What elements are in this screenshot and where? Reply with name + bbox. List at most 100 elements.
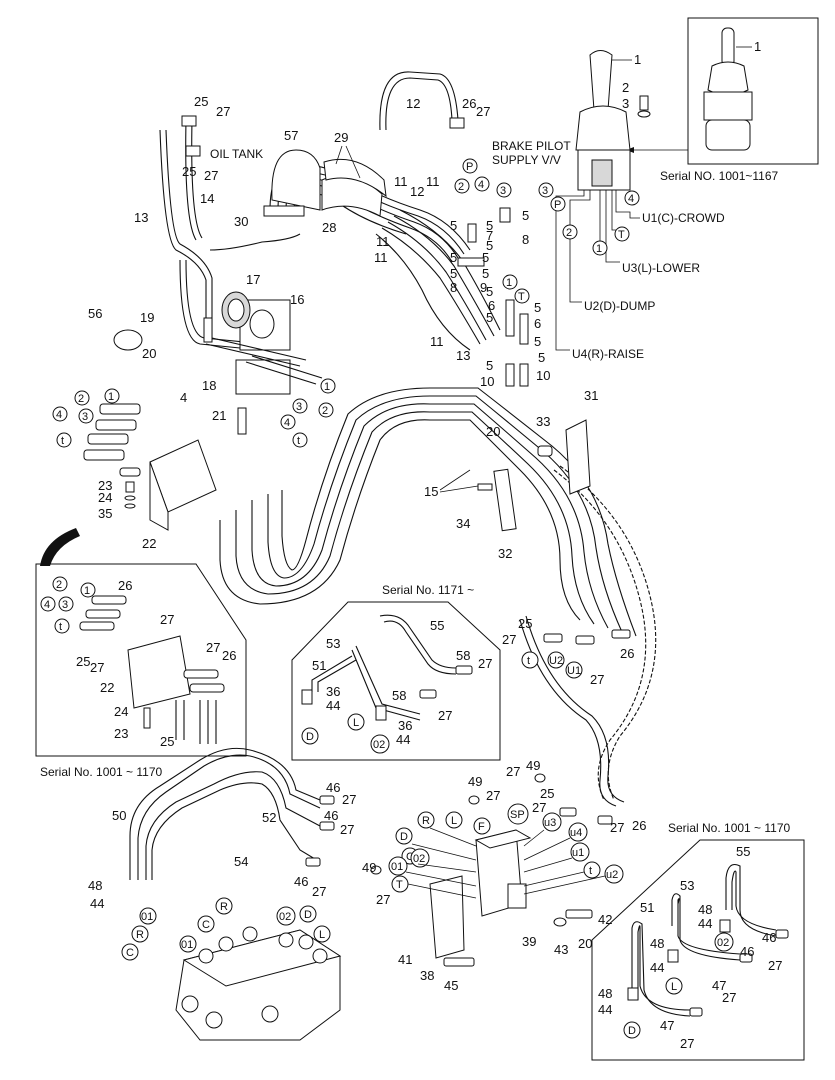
- port-marker-D-r: [623, 1021, 641, 1039]
- port-marker-1-inset: [80, 582, 96, 598]
- port-marker-3-man: [292, 398, 308, 414]
- port-marker-2-joystick-label: 2: [566, 227, 572, 239]
- port-marker-u2-b: [604, 864, 624, 884]
- port-marker-L-r: [665, 977, 683, 995]
- pipe-fit-46a: [319, 795, 335, 805]
- joystick-handle: [589, 50, 613, 111]
- part-number-47b-r: 47: [660, 1018, 674, 1033]
- part-number-48a-r: 48: [698, 902, 712, 917]
- port-marker-4-br-label: 4: [56, 409, 62, 421]
- caption-brake-pilot-2: SUPPLY V/V: [492, 153, 561, 167]
- bolt-10a: [505, 363, 515, 387]
- part-number-27-r2: 27: [590, 672, 604, 687]
- port-marker-2-br: [74, 390, 90, 406]
- caption-u4-raise: U4(R)-RAISE: [572, 347, 644, 361]
- caption-u1-crowd: U1(C)-CROWD: [642, 211, 725, 225]
- port-marker-02-m-label: 02: [373, 739, 385, 751]
- port-marker-C-b-label: C: [406, 851, 414, 863]
- port-marker-2-man: [318, 402, 334, 418]
- port-marker-F-b-label: F: [478, 821, 485, 833]
- port-marker-u3-b: [542, 812, 562, 832]
- part-number-27b-b: 27: [506, 764, 520, 779]
- joystick-boot-inset: [707, 61, 749, 96]
- inset-fitting-5: [189, 683, 225, 693]
- part-number-1-inset: 1: [754, 39, 761, 54]
- fitting-25-tank: [181, 115, 197, 127]
- part-number-5e: 5: [450, 250, 457, 265]
- part-number-48c-r: 48: [598, 986, 612, 1001]
- part-number-27b-p: 27: [340, 822, 354, 837]
- port-marker-u2-b-label: u2: [606, 869, 618, 881]
- port-marker-u1-b: [570, 842, 590, 862]
- port-marker-t-inset-label: t: [59, 621, 62, 633]
- oil-tank-hoses: 25 27 25 27 OIL TANK 13 14: [134, 94, 263, 340]
- port-marker-u3-b-label: u3: [544, 817, 556, 829]
- part-number-32: 32: [498, 546, 512, 561]
- port-marker-U1-r: [565, 661, 583, 679]
- part-number-5f: 5: [482, 250, 489, 265]
- port-marker-C-p-label: C: [126, 947, 134, 959]
- clamp-17-inner: [227, 298, 245, 322]
- caption-serial-1001-1170-left: Serial No. 1001 ~ 1170: [40, 765, 163, 779]
- port-marker-02-r-label: 02: [717, 937, 729, 949]
- port-marker-u1-b-label: u1: [572, 847, 584, 859]
- part-number-5k: 5: [534, 300, 541, 315]
- part-number-4: 4: [180, 390, 187, 405]
- part-number-28: 28: [322, 220, 336, 235]
- part-number-44-p: 44: [90, 896, 104, 911]
- pilot-block-39: 49 27 27 49 25 27 27 26 49 27 42 20 43 3…: [362, 758, 646, 993]
- port-marker-C-v-label: C: [202, 919, 210, 931]
- part-number-38: 38: [420, 968, 434, 983]
- pipe-fit-46b: [319, 821, 335, 831]
- fitting-5b: [499, 207, 511, 223]
- port-marker-t-br: [56, 432, 72, 448]
- part-number-46b: 46: [324, 808, 338, 823]
- port-marker-D-m-label: D: [306, 731, 314, 743]
- part-number-31: 31: [584, 388, 598, 403]
- port-marker-L-v: [313, 925, 331, 943]
- fitting-26-brake: [449, 117, 465, 129]
- plug-49c: [370, 865, 382, 875]
- valve-port-L: [312, 948, 328, 964]
- part-number-5g: 5: [450, 266, 457, 281]
- main-control-valve: 01 C R 02 D L: [175, 897, 342, 1041]
- inset-right-border: [591, 839, 805, 1061]
- port-marker-R-v: [215, 897, 233, 915]
- port-marker-t-inset: [54, 618, 70, 634]
- part-number-27-tank: 27: [216, 104, 230, 119]
- port-marker-T-fit-label: T: [518, 291, 525, 303]
- port-marker-3-joystick: [538, 182, 554, 198]
- plug-49a: [468, 795, 480, 805]
- part-number-55-r: 55: [736, 844, 750, 859]
- inset-r-fit-48c: [627, 987, 639, 1001]
- part-number-26-inset: 26: [118, 578, 132, 593]
- part-number-2: 2: [622, 80, 629, 95]
- bolt-34: [477, 483, 493, 491]
- part-number-44c-r: 44: [598, 1002, 612, 1017]
- caption-brake-pilot-1: BRAKE PILOT: [492, 139, 571, 153]
- washer-3: [637, 110, 651, 118]
- joystick-body-inset: [705, 119, 751, 151]
- part-number-47a-r: 47: [712, 978, 726, 993]
- inset-fitting-3: [79, 621, 115, 631]
- valve-port-C: [218, 936, 234, 952]
- part-number-55-m: 55: [430, 618, 444, 633]
- port-marker-P-fit-label: P: [466, 161, 473, 173]
- part-number-44b-r: 44: [650, 960, 664, 975]
- caption-serial-1001-1170-right: Serial No. 1001 ~ 1170: [668, 821, 791, 835]
- valve-port-D: [298, 934, 314, 950]
- part-number-13-right: 13: [456, 348, 470, 363]
- part-number-39: 39: [522, 934, 536, 949]
- port-marker-4-fit-label: 4: [478, 179, 484, 191]
- port-marker-D-v: [299, 905, 317, 923]
- part-number-5d: 5: [522, 208, 529, 223]
- inset-left-border: [35, 563, 247, 757]
- part-number-25-b: 25: [540, 786, 554, 801]
- part-number-14: 14: [200, 191, 214, 206]
- inset-bracket-1001-1170: 2 1 4 3 t 26 27 27 26 25 27 22 24 23 25 …: [35, 563, 247, 779]
- washer-35: [124, 503, 136, 509]
- caption-serial-1001-1167: Serial NO. 1001~1167: [660, 169, 779, 183]
- part-number-6a: 6: [488, 298, 495, 313]
- part-number-27c-p: 27: [312, 884, 326, 899]
- part-number-27b-r: 27: [722, 990, 736, 1005]
